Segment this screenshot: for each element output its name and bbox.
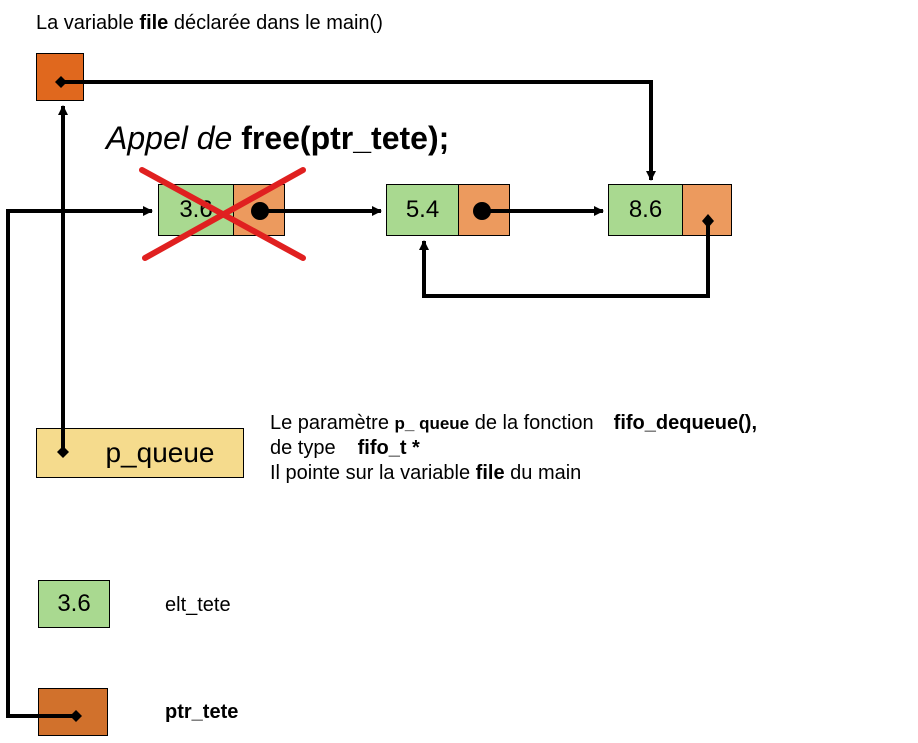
ptr-tete-pointer-origin-diamond xyxy=(70,710,82,722)
description-line-3: Il pointe sur la variable file du main xyxy=(270,461,757,486)
node-3-to-node-2-arrow xyxy=(419,222,710,298)
node-1-value: 3.6 xyxy=(158,184,234,236)
node-3-value-text: 8.6 xyxy=(628,196,663,223)
p-queue-box: p_queue xyxy=(36,428,244,478)
description-line-2: de type fifo_t * xyxy=(270,436,757,461)
ptr-tete-box xyxy=(38,688,108,736)
free-call-code: free(ptr_tete); xyxy=(241,120,450,156)
node-3-value: 8.6 xyxy=(608,184,683,236)
free-call-label: Appel de free(ptr_tete); xyxy=(106,120,449,157)
p-queue-pointer-origin-diamond xyxy=(57,446,69,458)
title-variable: file xyxy=(139,12,169,34)
elt-tete-value: 3.6 xyxy=(57,590,91,617)
node-3-pointer-origin-diamond xyxy=(702,214,714,228)
desc-file-var: file xyxy=(475,462,505,484)
description-line-1: Le paramètre p_ queue de la fonction fifo… xyxy=(270,411,757,436)
title-prefix: La variable xyxy=(36,12,140,34)
desc-type-name: fifo_t * xyxy=(357,437,420,459)
description: Le paramètre p_ queue de la fonction fifo… xyxy=(270,411,757,486)
desc-text-1a: Le paramètre xyxy=(270,412,395,434)
freed-cross-stroke-2 xyxy=(142,167,306,261)
elt-tete-label: elt_tete xyxy=(165,594,231,616)
p-queue-label: p_queue xyxy=(105,437,215,468)
node-1-pointer-dot xyxy=(251,202,269,220)
desc-function-name: fifo_dequeue(), xyxy=(613,412,758,434)
ptr-tete-to-node-1-arrow xyxy=(6,206,153,718)
desc-text-3a: Il pointe sur la variable xyxy=(270,462,476,484)
desc-text-3c: du main xyxy=(504,462,582,484)
file-to-node-3-arrow xyxy=(61,80,656,181)
elt-tete-box: 3.6 xyxy=(38,580,110,628)
title: La variable file déclarée dans le main() xyxy=(36,11,383,36)
free-call-italic: Appel de xyxy=(106,120,242,156)
node-2-value-text: 5.4 xyxy=(405,196,440,223)
desc-text-2a: de type xyxy=(270,437,336,459)
desc-param-name: p_ queue xyxy=(394,414,470,433)
title-suffix: déclarée dans le main() xyxy=(168,12,383,34)
desc-text-1c: de la fonction xyxy=(469,412,594,434)
ptr-tete-label: ptr_tete xyxy=(165,701,239,723)
file-pointer-origin-diamond xyxy=(55,76,67,88)
node-2-pointer-dot xyxy=(473,202,491,220)
